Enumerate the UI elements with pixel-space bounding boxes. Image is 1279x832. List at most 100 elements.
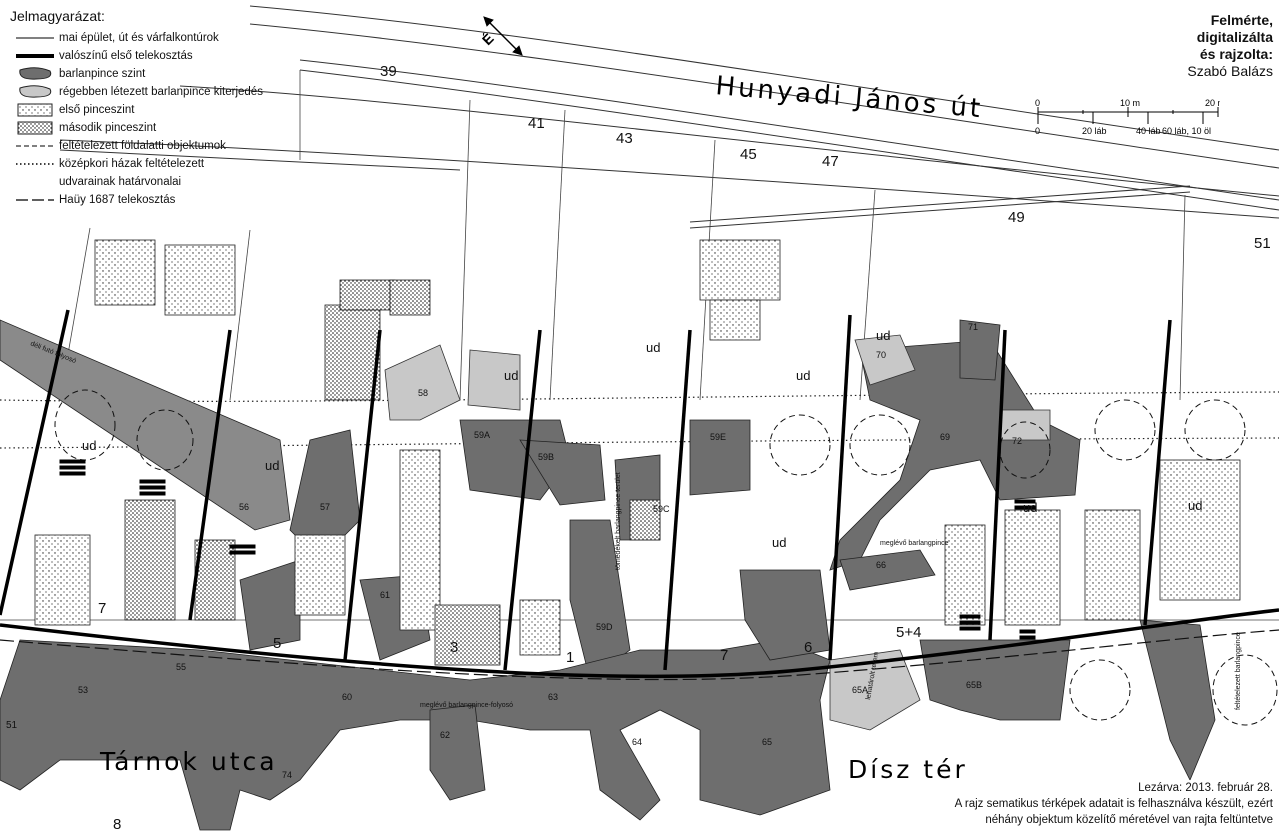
ud-label: ud [876,328,890,343]
house-number: 51 [1254,235,1271,252]
cellar-code: 55 [176,662,186,672]
first-cellar-level [34,239,1241,656]
legend-label: középkori házak feltételezett [59,158,205,170]
dotted-box-icon [16,103,54,117]
ud-label: ud [646,340,660,355]
house-number: 45 [740,146,757,163]
legend-row: valószínű első telekosztás [6,47,306,65]
credits-line: Felmérte, [1210,12,1273,28]
house-number: 3 [450,639,458,656]
street-tarnok: Tárnok utca [99,747,278,776]
legend-row: középkori házak feltételezett [6,155,306,173]
former-cave-extents [384,334,1051,731]
legend-label: Haüy 1687 telekosztás [59,194,176,206]
dense-dotted-box-icon [16,121,54,135]
first-plot-division [0,309,1279,679]
house-number: 43 [616,130,633,147]
footer-note: A rajz sematikus térképek adatait is fel… [954,798,1273,810]
cellar-code: 59D [596,622,613,632]
credits-author: Szabó Balázs [1187,63,1273,79]
second-cellar-level [124,279,661,666]
cellar-codes: 53 55 56 57 58 59A 59B 59C 59D 59E 60 61… [78,322,1022,780]
cellar-code: 58 [418,388,428,398]
house-number: 51 [6,720,18,731]
light-blob-icon [16,85,54,99]
footer-note: néhány objektum közelítő méretével van r… [985,814,1273,826]
legend-title: Jelmagyarázat: [10,8,105,24]
cellar-code: 66 [876,560,886,570]
credits-line: és rajzolta: [1199,46,1273,62]
cellar-code: 59A [474,430,490,440]
legend-label: második pinceszint [59,122,157,134]
cellar-code: 65 [762,737,772,747]
house-number: 41 [528,115,545,132]
courtyard-labels: ud ud ud ud ud ud ud ud ud [82,328,1202,550]
cellar-code: 72 [1012,436,1022,446]
north-label: É [479,30,497,48]
house-number: 7 [720,647,728,664]
legend-label: feltételezett földalatti objektumok [59,140,226,152]
annotation: meglévő barlangpince [880,540,949,547]
cellar-code: 57 [320,502,330,512]
dashed-line-icon [16,139,54,153]
house-number: 1 [566,649,574,666]
dotted-line-icon [16,157,54,171]
scale-label: 20 m [1205,98,1220,108]
credits-line: digitalizálta [1196,29,1273,45]
ud-label: ud [1188,498,1202,513]
cellar-code: 71 [968,322,978,332]
cellar-code: 56 [239,502,249,512]
road-contours [59,5,1279,229]
cellar-code: 65B [966,680,982,690]
thick-line-icon [16,49,54,63]
house-number: 39 [380,63,397,80]
cellar-code: 60 [342,692,352,702]
legend-row: régebben létezett barlanpince kiterjedés [6,83,306,101]
house-number: 7 [98,600,106,617]
house-number: 8 [113,816,121,832]
cellar-code: 59C [653,504,670,514]
footer: Lezárva: 2013. február 28. A rajz semati… [950,780,1273,828]
cellar-code: 65A [852,685,868,695]
legend-row: feltételezett földalatti objektumok [6,137,306,155]
legend-row: mai épület, út és várfalkontúrok [6,29,306,47]
hauy-division [0,629,1279,681]
scale-bar [1037,107,1219,124]
legend-label: valószínű első telekosztás [59,50,193,62]
cellar-code: 53 [78,685,88,695]
scale-label: 0 [1035,126,1040,136]
long-dash-line-icon [16,193,54,207]
house-number: 47 [822,153,839,170]
ud-label: ud [82,438,96,453]
legend-label: első pinceszint [59,104,135,116]
house-number: 6 [804,639,812,656]
ud-label: ud [796,368,810,383]
legend-row: első pinceszint [6,101,306,119]
cellar-code: 59B [538,452,554,462]
annotation: tömedékelt barlangpince terület [615,472,622,570]
legend-row: második pinceszint [6,119,306,137]
ud-label: ud [1023,500,1037,515]
stairs [59,459,1036,640]
house-number: 5+4 [896,624,921,641]
cellar-code: 70 [876,350,886,360]
ud-label: ud [504,368,518,383]
scale-label: 60 láb, 10 öl [1162,126,1211,136]
ud-label: ud [772,535,786,550]
credits: Felmérte, digitalizálta és rajzolta: Sza… [1187,12,1273,80]
legend-label: udvarainak határvonalai [59,176,182,188]
annotation: meglévő barlangpince-folyosó [420,702,513,709]
scale-label: 0 [1035,98,1040,108]
annotation: feltételezett barlangpince [1235,632,1242,710]
cellar-code: 74 [282,770,292,780]
cellar-code: 64 [632,737,642,747]
legend-row: udvarainak határvonalai [6,173,306,191]
legend: Jelmagyarázat: mai épület, út és várfalk… [6,4,306,209]
cellar-code: 61 [380,590,390,600]
scale-labels: 0 10 m 20 m 0 20 láb 40 láb 60 láb, 10 ö… [1035,98,1220,136]
house-number: 49 [1008,209,1025,226]
house-numbers: 39 41 43 45 47 49 51 8 7 5 3 1 7 6 5+4 5… [6,63,1271,832]
footer-date: Lezárva: 2013. február 28. [1138,782,1273,794]
cellar-code: 63 [548,692,558,702]
legend-spacer [16,175,54,189]
